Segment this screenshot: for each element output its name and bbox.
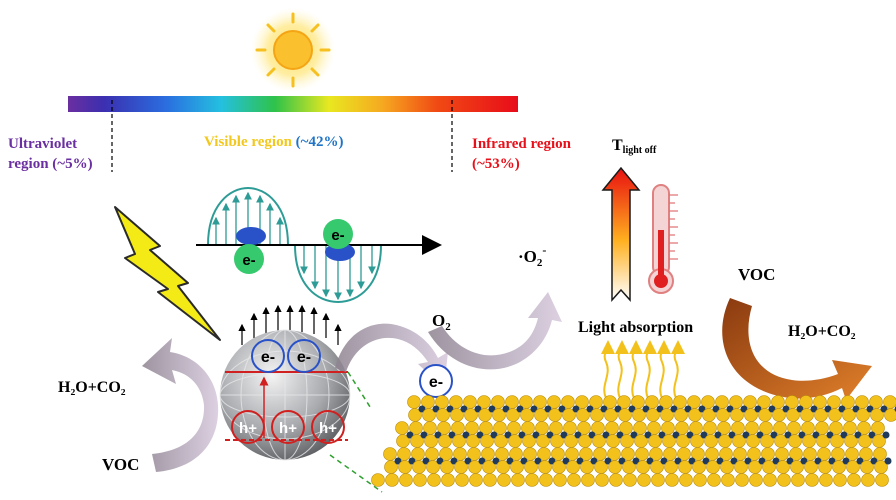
- voc-left-label: VOC: [102, 455, 139, 474]
- uv-label-line2: region (~5%): [8, 156, 93, 172]
- t-subscript: light off: [623, 145, 657, 156]
- sphere-hole-1-label: h+: [239, 420, 257, 437]
- electron-transfer-arrow: [335, 323, 448, 388]
- o2-sub: 2: [445, 321, 451, 333]
- left-voc-cycle-arrow: [142, 338, 219, 472]
- uv-label-line1: Ultraviolet: [8, 136, 77, 152]
- light-absorption-label: Light absorption: [578, 319, 693, 336]
- wave-electron-1: e-: [234, 227, 266, 274]
- sphere-hole-2: h+: [271, 410, 305, 444]
- ir-label-line1: Infrared region: [472, 136, 572, 152]
- transferred-electron: e-: [419, 364, 453, 398]
- light-absorption-arrows: [600, 340, 685, 399]
- atomic-lattice-slab: [371, 395, 896, 487]
- superoxide-sub: 2: [537, 257, 543, 269]
- sphere-hole-3: h+: [311, 410, 345, 444]
- superoxide-base: ·O: [518, 247, 537, 266]
- wave-electron-2: e-: [323, 219, 355, 261]
- thermometer-icon: [648, 184, 678, 294]
- superoxide-label: ·O2-: [518, 243, 546, 269]
- superoxide-sup: -: [542, 243, 546, 257]
- sphere-electron-1-label: e-: [261, 349, 275, 366]
- sphere-electron-2: e-: [287, 339, 321, 373]
- o2-label: O2: [432, 311, 451, 333]
- sphere-hole-2-label: h+: [279, 420, 297, 437]
- wave-electron-2-label: e-: [331, 227, 344, 244]
- t-light-off-label: Tlight off: [612, 137, 657, 156]
- sphere-electron-2-label: e-: [297, 349, 311, 366]
- temperature-arrow-icon: [601, 166, 641, 302]
- o2-base: O: [432, 311, 445, 330]
- sun-icon: [251, 8, 335, 92]
- lightning-bolt-icon: [114, 206, 221, 341]
- zoom-line-top: [347, 371, 373, 411]
- sphere-electron-1: e-: [251, 339, 285, 373]
- emission-arrows: [238, 304, 342, 345]
- o2-reduction-arrow: [428, 292, 562, 370]
- visible-label-part2: (~42%): [292, 134, 344, 150]
- wave-electron-1-label: e-: [242, 252, 255, 269]
- right-voc-arrow: [722, 298, 872, 400]
- transferred-electron-label: e-: [429, 374, 443, 391]
- visible-label: Visible region (~42%): [204, 134, 343, 150]
- h2o-co2-right-label: H₂O+CO₂: [788, 323, 856, 340]
- h2o-co2-left-label: H₂O+CO₂: [58, 379, 126, 396]
- ir-label-line2: (~53%): [472, 156, 520, 172]
- zoom-line-bottom: [329, 454, 383, 493]
- visible-label-part1: Visible region: [204, 134, 293, 150]
- voc-right-label: VOC: [738, 265, 775, 284]
- sphere-hole-1: h+: [231, 410, 265, 444]
- solar-spectrum-bar: [68, 96, 518, 112]
- electron-wave-diagram: [196, 186, 442, 304]
- t-symbol: T: [612, 137, 623, 154]
- sphere-hole-3-label: h+: [319, 420, 337, 437]
